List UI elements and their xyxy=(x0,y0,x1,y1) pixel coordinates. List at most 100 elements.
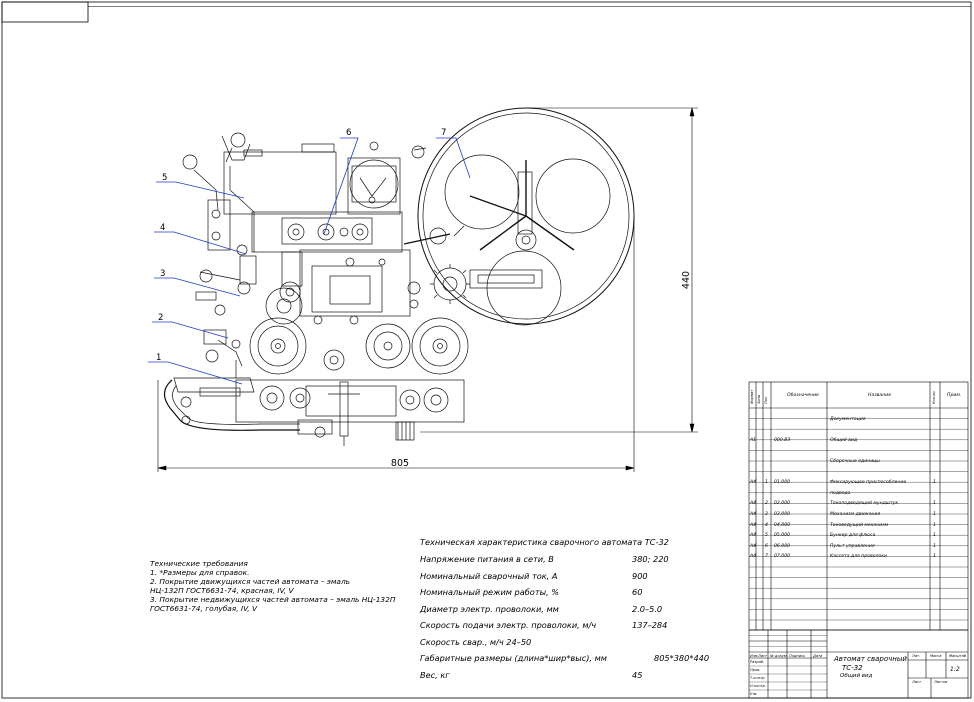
spec-name: подвода xyxy=(830,490,851,496)
spec-designation: 05.000 xyxy=(774,533,791,539)
tb-role-signature: Подпись xyxy=(789,654,806,658)
tb-role-sheet: Лист xyxy=(758,654,768,658)
flux-hopper xyxy=(221,132,263,252)
lever-assembly xyxy=(182,154,257,316)
spec-format: А4 xyxy=(750,501,757,507)
sheets-label: Листов xyxy=(934,680,948,684)
spec-header-note: Прим. xyxy=(947,393,962,398)
characteristic-label: Скорость свар., м/ч 24–50 xyxy=(420,636,532,647)
characteristics-title: Техническая характеристика сварочного ав… xyxy=(420,537,669,547)
characteristic-label: Напряжение питания в сети, В xyxy=(420,554,554,564)
tb-role-checker: Пров. xyxy=(750,668,761,672)
spec-name: Кассета для проволоки xyxy=(830,554,887,560)
tech-requirement-line: 1. *Размеры для справок. xyxy=(150,568,250,577)
callout-6: 6 xyxy=(346,128,351,138)
spec-format: А4 xyxy=(750,543,757,549)
characteristic-value: 60 xyxy=(632,587,643,597)
spec-format: А1 xyxy=(750,437,757,443)
spec-quantity: 1 xyxy=(933,533,936,539)
spec-format: А4 xyxy=(750,533,757,539)
spec-header-pos: Поз. xyxy=(764,396,768,404)
spec-quantity: 1 xyxy=(933,480,936,486)
spec-quantity: 1 xyxy=(933,512,936,517)
product-model: ТС-32 xyxy=(842,664,863,672)
spec-designation: 01.000 xyxy=(774,480,791,486)
characteristic-label: Номинальный сварочный ток, А xyxy=(420,570,558,581)
welding-torch xyxy=(203,329,243,367)
characteristic-value: 805*380*440 xyxy=(654,653,710,663)
characteristic-label: Вес, кг xyxy=(420,669,450,680)
spec-position: 7 xyxy=(765,554,768,560)
document-type: Общий вид xyxy=(840,673,873,679)
callout-5: 5 xyxy=(162,173,167,183)
spec-format: А4 xyxy=(750,512,757,517)
spec-name: Токоведущий механизм xyxy=(830,522,889,528)
tb-role-norm-control: Н.контр. xyxy=(750,684,767,688)
spec-header-zone: Зона xyxy=(757,394,761,404)
title-block-subrows xyxy=(749,635,827,691)
characteristic-value: 2.0–5.0 xyxy=(632,603,663,614)
sheet-label: Лист xyxy=(912,680,922,684)
callout-2: 2 xyxy=(158,313,163,323)
callout-1: 1 xyxy=(156,353,161,363)
spec-name: Сборочные единицы xyxy=(830,459,880,464)
spec-designation: 07.000 xyxy=(774,554,791,560)
spec-format: А4 xyxy=(750,480,757,486)
travel-wheels xyxy=(249,287,469,375)
spec-header-name: Название xyxy=(868,393,892,398)
spec-designation: 000.ВЗ xyxy=(774,437,791,443)
spec-name: Документация xyxy=(830,416,866,422)
product-name: Автомат сварочный xyxy=(834,655,907,663)
dimension-lines xyxy=(157,107,698,472)
spec-designation: 04.000 xyxy=(774,522,791,528)
tb-role-doc-no: № докум. xyxy=(770,654,788,658)
tb-role-tech-control: Т.контр. xyxy=(750,676,766,680)
characteristic-value: 380; 220 xyxy=(632,554,669,564)
spec-table-row-lines xyxy=(749,418,968,621)
spec-name: Пульт управления xyxy=(830,543,875,549)
callout-7: 7 xyxy=(441,128,446,138)
spec-header-designation: Обозначение xyxy=(787,393,819,398)
carriage-base xyxy=(235,379,465,446)
spec-position: 4 xyxy=(765,522,768,528)
title-block-grid xyxy=(748,629,969,699)
spec-designation: 02.000 xyxy=(774,501,791,507)
characteristic-label: Скорость подачи электр. проволоки, м/ч xyxy=(420,620,597,630)
spec-designation: 06.000 xyxy=(774,543,791,549)
control-panel xyxy=(223,141,451,253)
characteristic-value: 900 xyxy=(632,570,648,581)
characteristic-label: Диаметр электр. проволоки, мм xyxy=(420,603,559,614)
lit-label: Лит. xyxy=(912,654,921,658)
scale-label: Масштаб xyxy=(949,654,967,658)
spec-name: Механизм движения xyxy=(830,512,881,517)
callout-leaders xyxy=(148,137,471,385)
mass-label: Масса xyxy=(930,654,942,658)
spec-quantity: 1 xyxy=(933,543,936,549)
dimension-height: 440 xyxy=(681,271,692,289)
spec-position: 5 xyxy=(765,533,768,539)
tech-requirement-line: НЦ-132П ГОСТ6631-74, красная, IV, V xyxy=(150,586,294,595)
tech-requirements-title: Технические требования xyxy=(150,559,248,568)
spec-name: Фиксирующее приспособление xyxy=(830,480,907,486)
callout-4: 4 xyxy=(160,223,165,233)
tb-role-date: Дата xyxy=(813,654,823,658)
spec-position: 2 xyxy=(765,501,768,507)
spec-position: 1 xyxy=(765,480,768,486)
characteristic-value: 137–284 xyxy=(632,620,668,630)
tb-role-developer: Разраб. xyxy=(750,660,765,664)
tech-requirement-line: ГОСТ6631-74, голубая, IV, V xyxy=(150,604,258,613)
tb-role-change: Изм. xyxy=(750,654,759,658)
fixing-device xyxy=(163,360,300,431)
callout-3: 3 xyxy=(160,269,165,279)
spec-quantity: 1 xyxy=(933,522,936,528)
spec-quantity: 1 xyxy=(933,554,936,560)
spec-name: Бункер для флюса xyxy=(830,533,876,539)
mechanism-drawing xyxy=(163,107,635,446)
scale-value: 1:2 xyxy=(950,666,960,673)
tech-requirement-line: 2. Покрытие движущихся частей автомата –… xyxy=(150,577,351,586)
tb-role-approved: Утв. xyxy=(750,692,758,696)
spec-designation: 03.000 xyxy=(774,512,791,517)
spec-position: 3 xyxy=(765,512,768,517)
